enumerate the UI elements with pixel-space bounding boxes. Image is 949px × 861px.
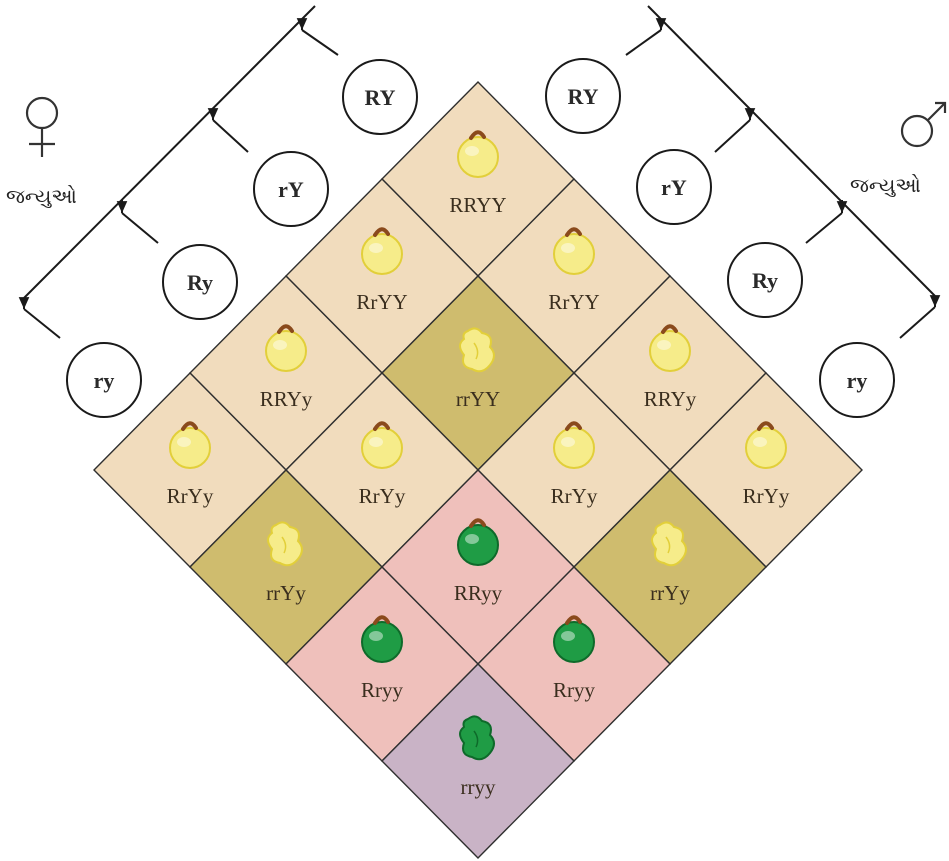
arrow-head-icon [208,108,219,120]
genotype-label: RRYy [260,387,313,411]
tree-line [302,30,338,55]
arrow-head-icon [930,295,941,307]
genotype-label: RrYy [167,484,214,508]
female-gamete-rY: rY [254,152,328,226]
male-side: જન્યુઓ [850,103,945,197]
gamete-label: rY [278,177,304,202]
tree-line [626,30,661,55]
female-gamete-ry: ry [67,343,141,417]
arrow-head-icon [117,201,128,213]
genotype-label: Rryy [361,678,404,702]
genotype-label: rrYy [650,581,690,605]
genotype-label: Rryy [553,678,596,702]
arrow-head-icon [19,297,30,309]
tree-line [24,309,60,338]
tree-line [122,213,158,243]
tree-line [648,6,935,296]
male-gamete-RY: RY [546,59,620,133]
gamete-label: Ry [187,270,213,295]
gamete-label: Ry [752,268,778,293]
tree-line [24,6,315,298]
genotype-label: rrYy [266,581,306,605]
genotype-label: RrYy [551,484,598,508]
wrinkled-yellow-seed-icon [268,522,302,565]
genotype-label: RrYy [359,484,406,508]
male-gamete-Ry: Ry [728,243,802,317]
genotype-label: RRYy [644,387,697,411]
genotype-label: RrYY [548,290,599,314]
male-gamete-ry: ry [820,343,894,417]
wrinkled-green-seed-icon [460,716,494,759]
wrinkled-yellow-seed-icon [460,328,494,371]
tree-line [900,307,935,338]
wrinkled-yellow-seed-icon [652,522,686,565]
tree-line [715,120,750,152]
gamete-label: ry [847,368,868,393]
genotype-label: RRyy [454,581,503,605]
gamete-label: RY [364,85,395,110]
female-gametes-label: જન્યુઓ [6,184,77,208]
female-side: જન્યુઓ [6,98,77,208]
genotype-label: RrYy [743,484,790,508]
tree-line [213,120,248,152]
male-gamete-rY: rY [637,150,711,224]
genotype-label: rryy [461,775,496,799]
genotype-label: rrYY [456,387,500,411]
gamete-label: RY [567,84,598,109]
gamete-label: ry [94,368,115,393]
female-symbol-icon [27,98,57,157]
male-symbol-icon [902,103,945,146]
genotype-label: RrYY [356,290,407,314]
female-gamete-Ry: Ry [163,245,237,319]
genotype-label: RRYY [449,193,506,217]
male-gametes-label: જન્યુઓ [850,173,921,197]
tree-line [806,213,842,243]
gamete-label: rY [661,175,687,200]
female-gamete-RY: RY [343,60,417,134]
